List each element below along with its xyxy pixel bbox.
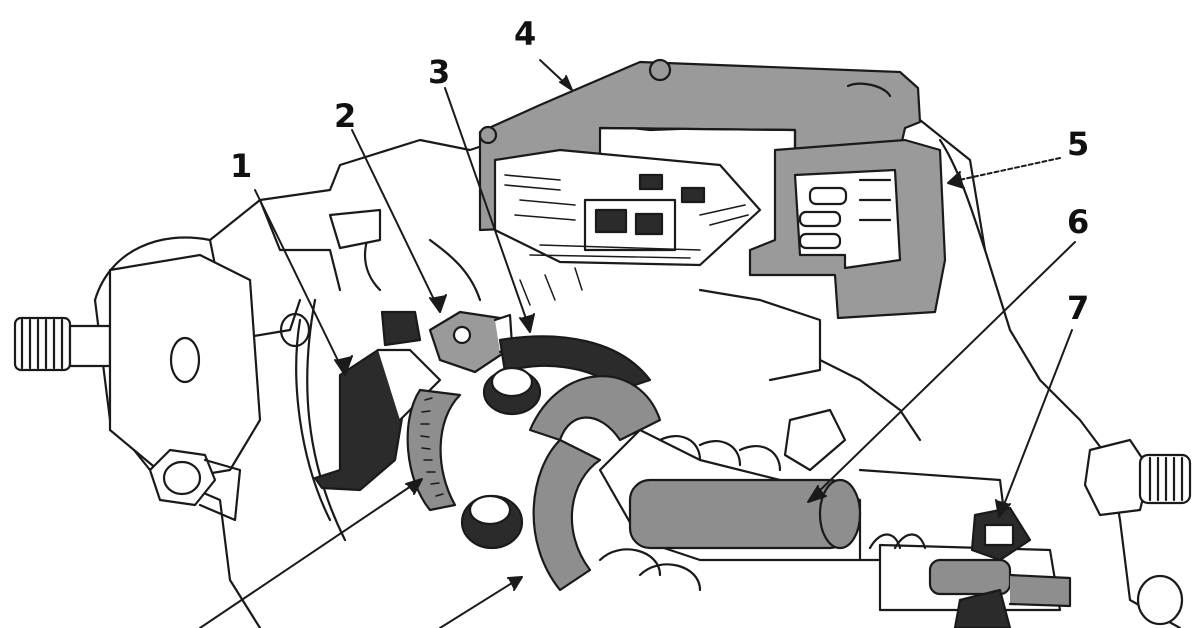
outlet-fitting <box>1083 438 1192 626</box>
leader-lower-left <box>199 479 421 628</box>
leader-7 <box>999 329 1073 516</box>
leader-3 <box>444 87 531 331</box>
callout-4: 4 <box>514 15 537 53</box>
leader-5 <box>949 157 1061 183</box>
callout-2: 2 <box>334 97 357 135</box>
leader-2 <box>351 129 441 313</box>
part-1-component <box>313 310 442 492</box>
leader-6 <box>809 241 1076 501</box>
mounting-flange <box>108 253 262 482</box>
part-6-component <box>598 428 862 592</box>
callout-6: 6 <box>1067 203 1090 241</box>
part-5-component <box>748 138 947 320</box>
callout-7: 7 <box>1067 289 1090 327</box>
bolt-lower-left <box>148 448 242 522</box>
callout-1: 1 <box>230 147 253 185</box>
ecu-circuit-board <box>493 148 762 267</box>
part-2-component <box>428 310 514 374</box>
leader-1 <box>254 189 346 376</box>
drive-shaft <box>13 316 112 372</box>
right-internals <box>858 468 1072 612</box>
leader-lower-mid <box>439 577 521 628</box>
leader-lines <box>199 59 1076 628</box>
callout-3: 3 <box>428 53 451 91</box>
callout-5: 5 <box>1067 125 1090 163</box>
part-3-component <box>460 335 662 592</box>
